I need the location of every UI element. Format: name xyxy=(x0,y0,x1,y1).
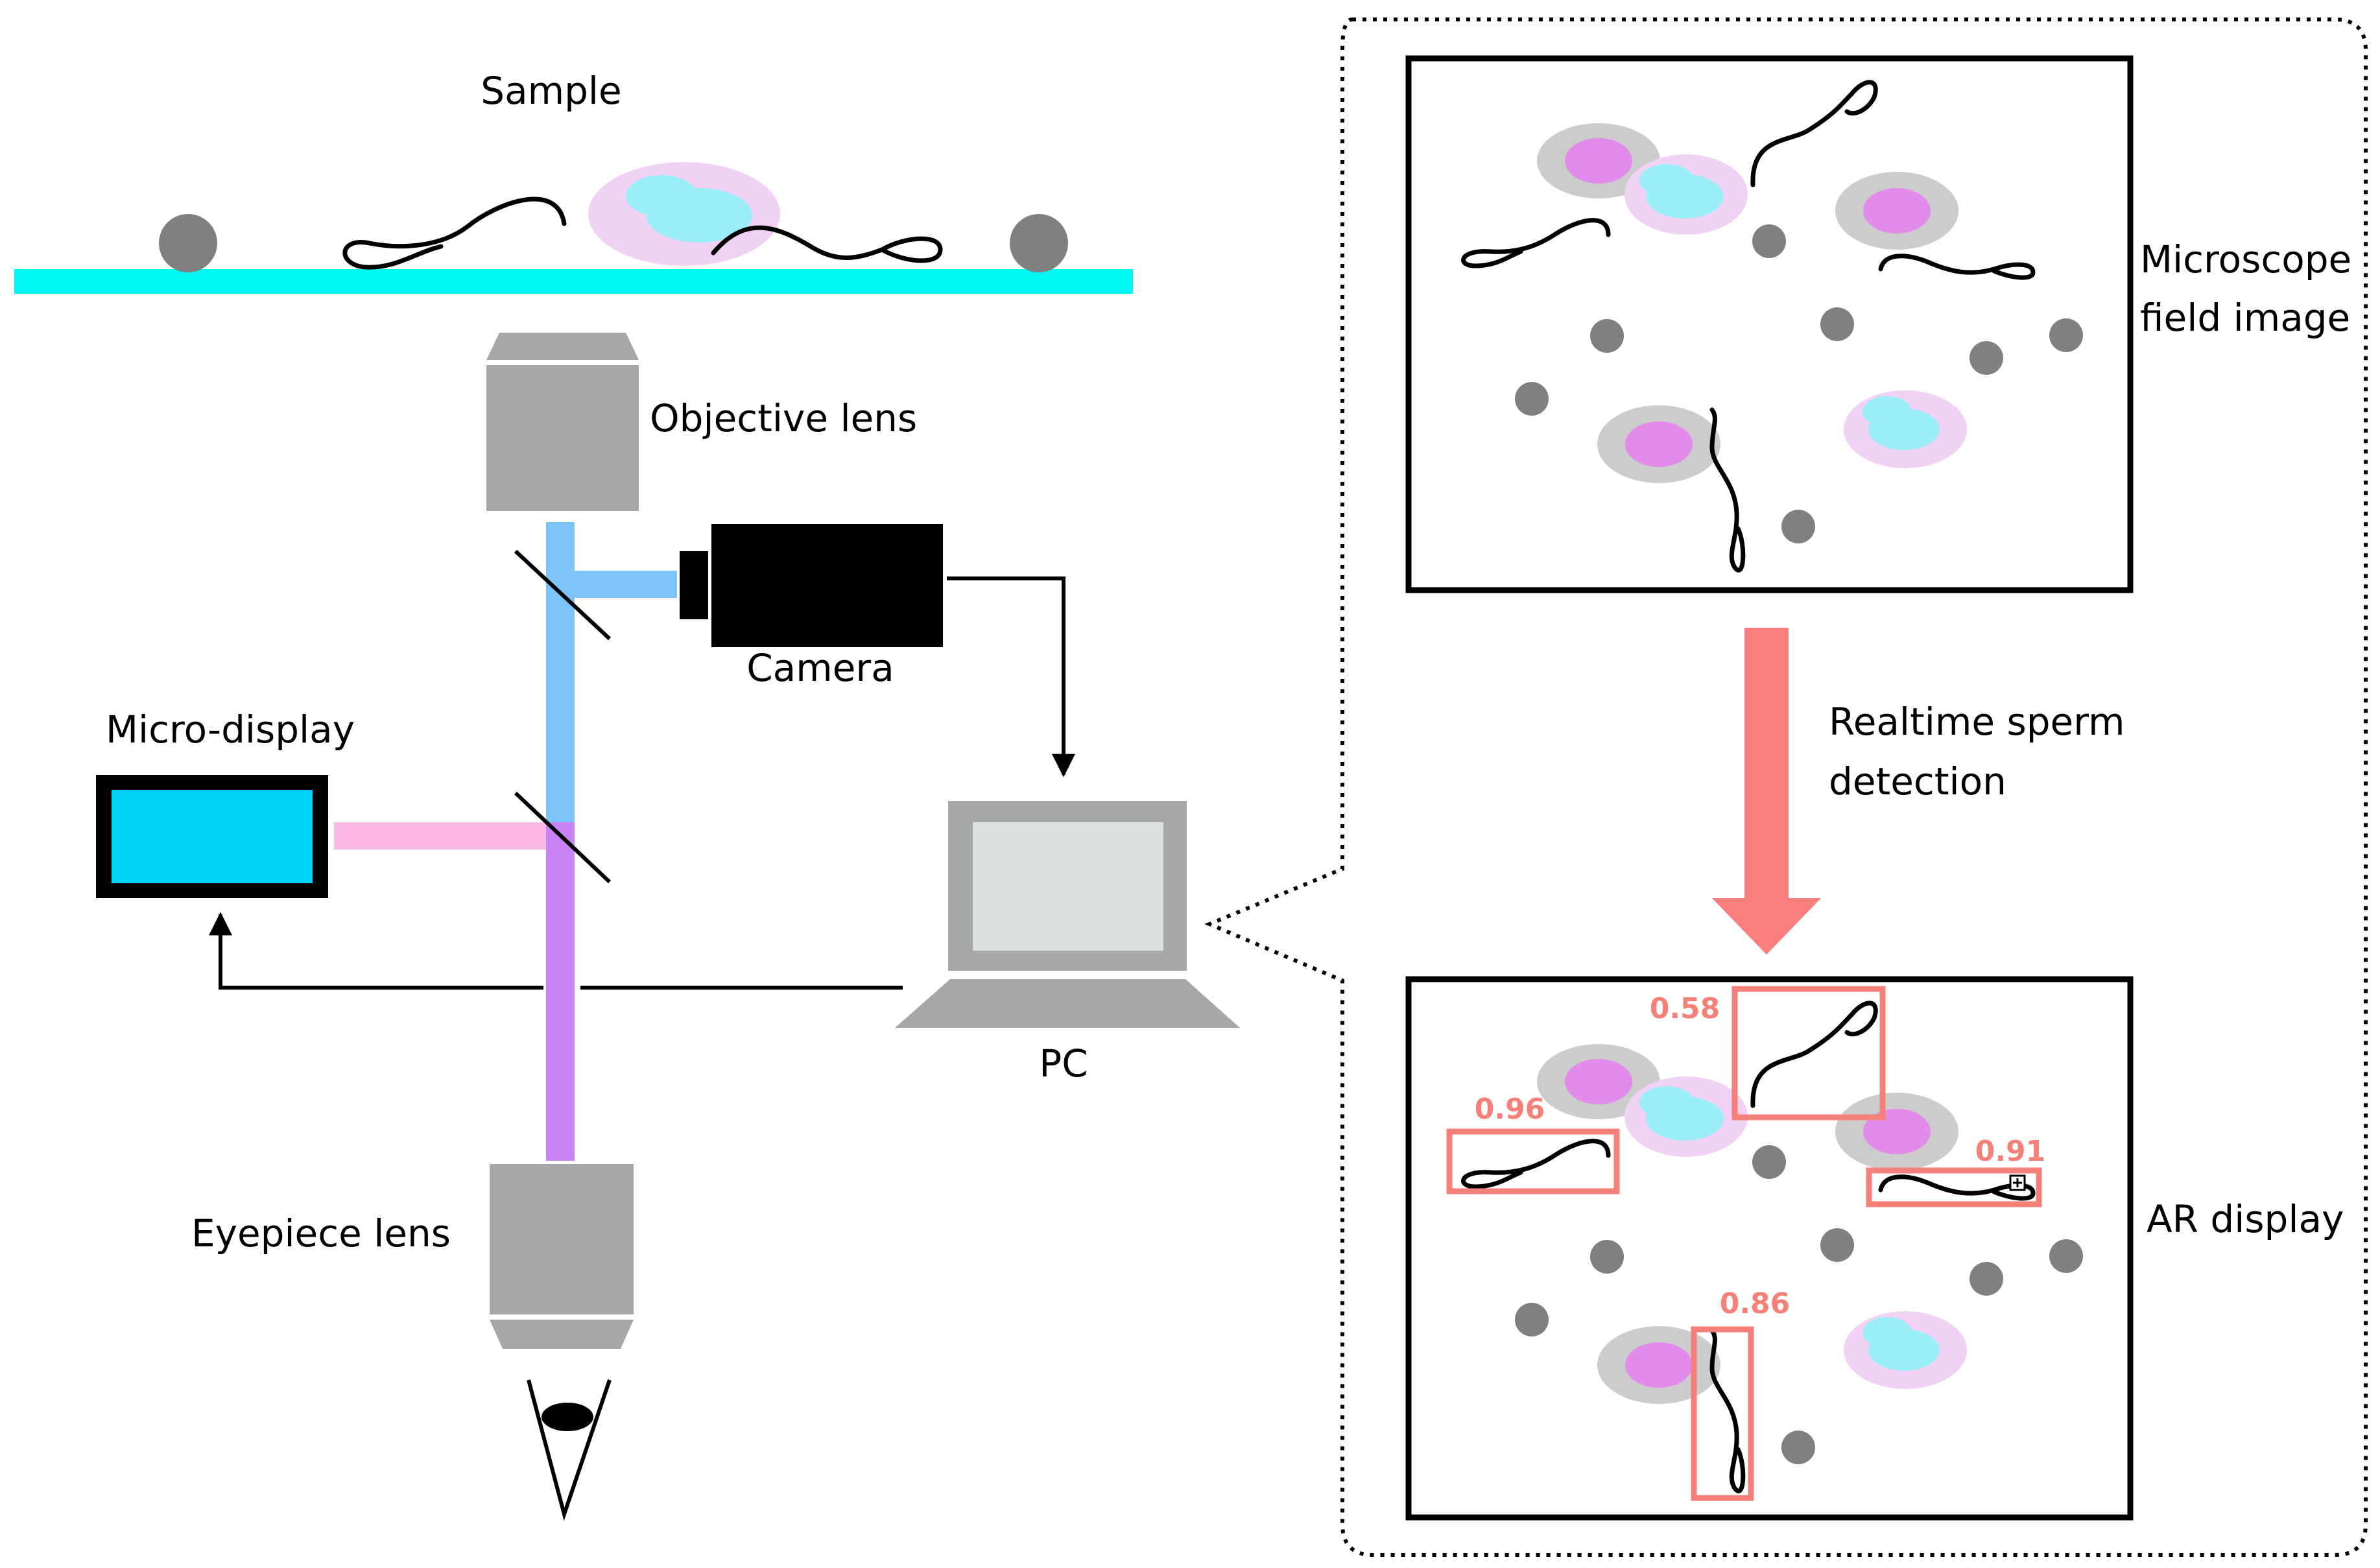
particle xyxy=(1820,307,1854,341)
sperm xyxy=(1709,1328,1746,1493)
detection-score: 0.86 xyxy=(1720,1287,1791,1320)
combined-light-path xyxy=(546,822,575,1161)
detection-score: 0.58 xyxy=(1650,992,1720,1025)
objective-lens xyxy=(486,333,639,511)
particle xyxy=(2049,318,2083,352)
callout-border xyxy=(1204,18,2368,1557)
detection-box xyxy=(1446,1128,1620,1194)
microscope-field-panel xyxy=(1405,55,2134,593)
pc xyxy=(895,801,1240,1028)
ar-display-panel: 0.58 0.96 0.91 0.86 xyxy=(1405,976,2134,1521)
cell-cyan xyxy=(1646,174,1724,219)
camera-label: Camera xyxy=(746,646,894,690)
particle xyxy=(1515,1303,1549,1336)
sperm xyxy=(1878,254,2036,280)
particle xyxy=(2049,1239,2083,1273)
sperm xyxy=(342,196,567,270)
particle xyxy=(1010,214,1068,272)
camera xyxy=(680,524,943,647)
sample-cell-cyan xyxy=(646,188,752,243)
microscope-field-label-line1: Microscope xyxy=(2140,237,2351,281)
sperm xyxy=(1709,407,1746,573)
cell-nucleus xyxy=(1625,1342,1693,1388)
detection-box xyxy=(1691,1326,1754,1501)
detection-score: 0.96 xyxy=(1475,1093,1545,1126)
cell-cyan xyxy=(1868,1329,1940,1371)
beam-splitter-mirror xyxy=(514,549,612,641)
sperm xyxy=(1878,1174,2036,1201)
eyepiece-lens-label: Eyepiece lens xyxy=(191,1211,451,1255)
detection-score: 0.91 xyxy=(1975,1135,2046,1168)
cell-nucleus xyxy=(1565,138,1632,184)
sample xyxy=(14,162,1133,294)
ar-display-label: AR display xyxy=(2147,1197,2344,1241)
sperm xyxy=(1750,1001,1878,1108)
realtime-detection-label-line2: detection xyxy=(1829,759,2006,803)
detection-box xyxy=(1731,986,1886,1121)
detection-box xyxy=(1866,1167,2042,1207)
particle xyxy=(1969,341,2003,375)
sample-label: Sample xyxy=(481,69,621,113)
particle xyxy=(1752,224,1786,258)
particle xyxy=(1590,319,1624,353)
particle xyxy=(1781,510,1815,543)
particle xyxy=(1820,1228,1854,1262)
sperm xyxy=(711,225,943,263)
sperm xyxy=(1461,218,1611,268)
sample-slide xyxy=(14,269,1133,294)
particle xyxy=(1781,1431,1815,1464)
particle xyxy=(1752,1145,1786,1179)
particle xyxy=(1515,382,1549,416)
cell-nucleus xyxy=(1863,188,1931,233)
sperm xyxy=(1750,80,1878,187)
cell-nucleus xyxy=(1565,1059,1632,1104)
display-light-path xyxy=(334,822,561,849)
sperm xyxy=(1461,1139,1611,1189)
particle xyxy=(1969,1262,2003,1296)
micro-display-label: Micro-display xyxy=(106,707,355,752)
detection-arrow xyxy=(1712,628,1821,955)
objective-lens-label: Objective lens xyxy=(650,396,917,440)
camera-to-pc-arrow xyxy=(947,576,1075,778)
pc-to-display-arrow xyxy=(209,912,543,990)
cell-nucleus xyxy=(1625,422,1693,467)
cell-cyan xyxy=(1646,1097,1724,1141)
pc-label: PC xyxy=(1039,1041,1088,1086)
crosshair-icon xyxy=(2009,1174,2026,1191)
cell-cyan xyxy=(1868,409,1940,450)
beam-splitter-mirror xyxy=(514,791,612,884)
micro-display xyxy=(96,775,328,898)
microscope-field-label-line2: field image xyxy=(2140,296,2350,340)
camera-light-path xyxy=(546,522,575,827)
eye-icon xyxy=(527,1379,612,1521)
realtime-detection-label-line1: Realtime sperm xyxy=(1829,700,2125,744)
particle xyxy=(159,214,217,272)
eyepiece-lens xyxy=(490,1164,634,1349)
camera-branch-light-path xyxy=(560,571,677,598)
particle xyxy=(1590,1240,1624,1274)
